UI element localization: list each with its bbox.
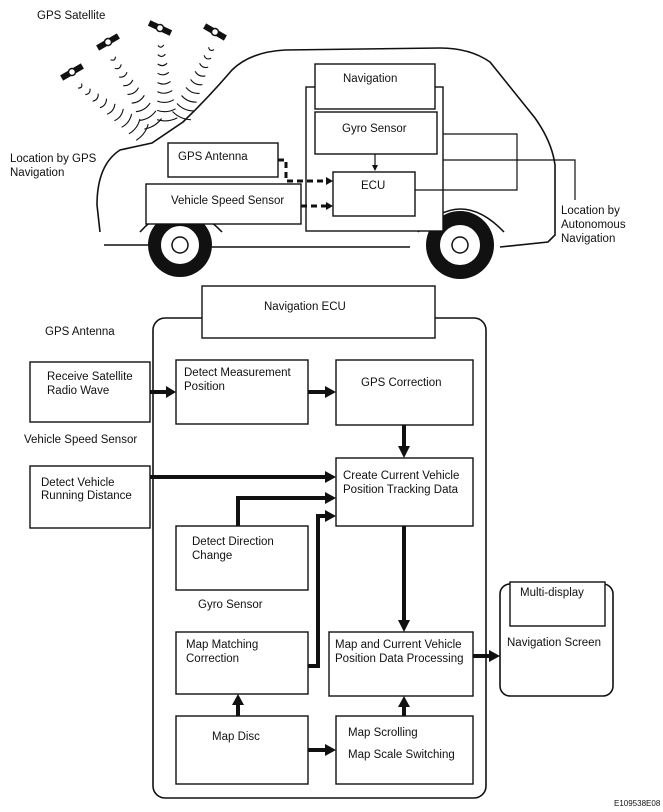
ecu-label: ECU [361,180,385,192]
gps-satellites [60,20,227,141]
map-scale-switching-label: Map Scale Switching [348,749,455,761]
map-matching-box [175,631,309,695]
multi-display-header-box [509,581,606,627]
multi-display-label: Multi-display [520,587,584,599]
gyro-sensor-box [314,111,438,155]
navigation-label: Navigation [343,73,397,85]
gps-correction-label: GPS Correction [361,377,442,389]
map-scrolling-box [335,715,474,785]
gps-correction-box [335,359,474,426]
create-current-vehicle-label: Create Current Vehicle Position Tracking… [343,470,463,496]
map-current-processing-box [328,631,474,697]
radio-wave-signals [78,44,215,141]
navigation-ecu-title-box [201,285,436,339]
radio-wave-arc [157,44,165,48]
detect-vehicle-running-label: Detect Vehicle Running Distance [41,477,132,502]
vehicle-illustration [96,47,556,279]
navigation-ecu-label: Navigation ECU [264,301,346,313]
figure-code: E109538E08 [614,799,661,808]
gps-satellite-label: GPS Satellite [37,10,105,22]
navigation-screen-label: Navigation Screen [507,637,601,649]
radio-wave-arc [99,98,108,109]
radio-wave-arc [176,103,194,112]
radio-wave-arc [135,123,149,141]
navigation-header-box [314,63,436,110]
map-matching-label: Map Matching Correction [186,639,261,665]
radio-wave-arc [157,108,176,113]
map-scrolling-label: Map Scrolling [348,727,418,739]
satellite-icon [203,23,227,41]
radio-wave-arc [190,79,203,86]
radio-wave-arc [114,108,124,122]
radio-wave-arc [140,110,157,121]
radio-wave-arc [127,87,139,95]
satellite-icon [60,63,84,81]
gps-antenna-flow-label: GPS Antenna [45,326,115,338]
radio-wave-arc [156,117,178,122]
radio-wave-arc [172,111,191,121]
radio-wave-arc [157,90,173,94]
radio-wave-arc [121,113,133,128]
map-current-processing-label: Map and Current Vehicle Position Data Pr… [335,639,465,665]
radio-wave-arc [78,83,83,89]
map-disc-label: Map Disc [212,731,260,743]
radio-wave-arc [131,95,145,104]
radio-wave-arc [114,64,122,70]
ecu-box [332,171,416,217]
receive-satellite-label: Receive Satellite Radio Wave [47,371,136,397]
radio-wave-arc [203,55,212,60]
location-by-gps-label: Location by GPS Navigation [10,153,100,179]
gyro-sensor-label: Gyro Sensor [342,123,407,135]
radio-wave-arc [135,102,151,113]
front-wheel [148,213,212,277]
location-by-autonomous-label: Location by Autonomous Navigation [561,205,629,245]
satellite-icon [96,33,120,51]
detect-vehicle-running-box [29,465,151,529]
detect-direction-box [175,525,309,591]
radio-wave-arc [181,95,197,103]
radio-wave-arc [85,88,91,96]
gps-antenna-box [167,142,279,178]
radio-wave-arc [123,79,134,87]
vehicle-speed-sensor-label: Vehicle Speed Sensor [171,195,284,207]
car-body-outline [96,47,556,248]
radio-wave-arc [144,118,163,130]
radio-wave-arc [194,71,206,77]
flow-arrows [150,386,500,756]
radio-wave-arc [157,99,175,103]
vehicle-speed-sensor-box [145,183,302,225]
detect-direction-label: Detect Direction Change [192,536,277,562]
radio-wave-arc [185,87,200,95]
satellite-icon [147,20,173,36]
detect-measurement-label: Detect Measurement Position [184,367,294,393]
radio-wave-arc [157,53,166,57]
vehicle-speed-sensor-flow-label: Vehicle Speed Sensor [24,434,137,446]
radio-wave-arc [106,103,116,115]
radio-wave-arc [199,63,209,69]
gps-antenna-label: GPS Antenna [178,151,248,163]
radio-wave-arc [110,56,117,61]
radio-wave-arc [157,80,171,85]
radio-wave-arc [92,93,99,102]
radio-wave-arc [128,118,141,135]
radio-wave-arc [157,62,168,67]
gyro-sensor-flow-label: Gyro Sensor [198,599,263,611]
radio-wave-arc [118,72,128,78]
receive-satellite-box [29,361,151,423]
radio-wave-arc [208,47,215,51]
create-current-vehicle-box [335,457,474,527]
radio-wave-arc [157,71,170,76]
map-disc-box [175,715,309,785]
